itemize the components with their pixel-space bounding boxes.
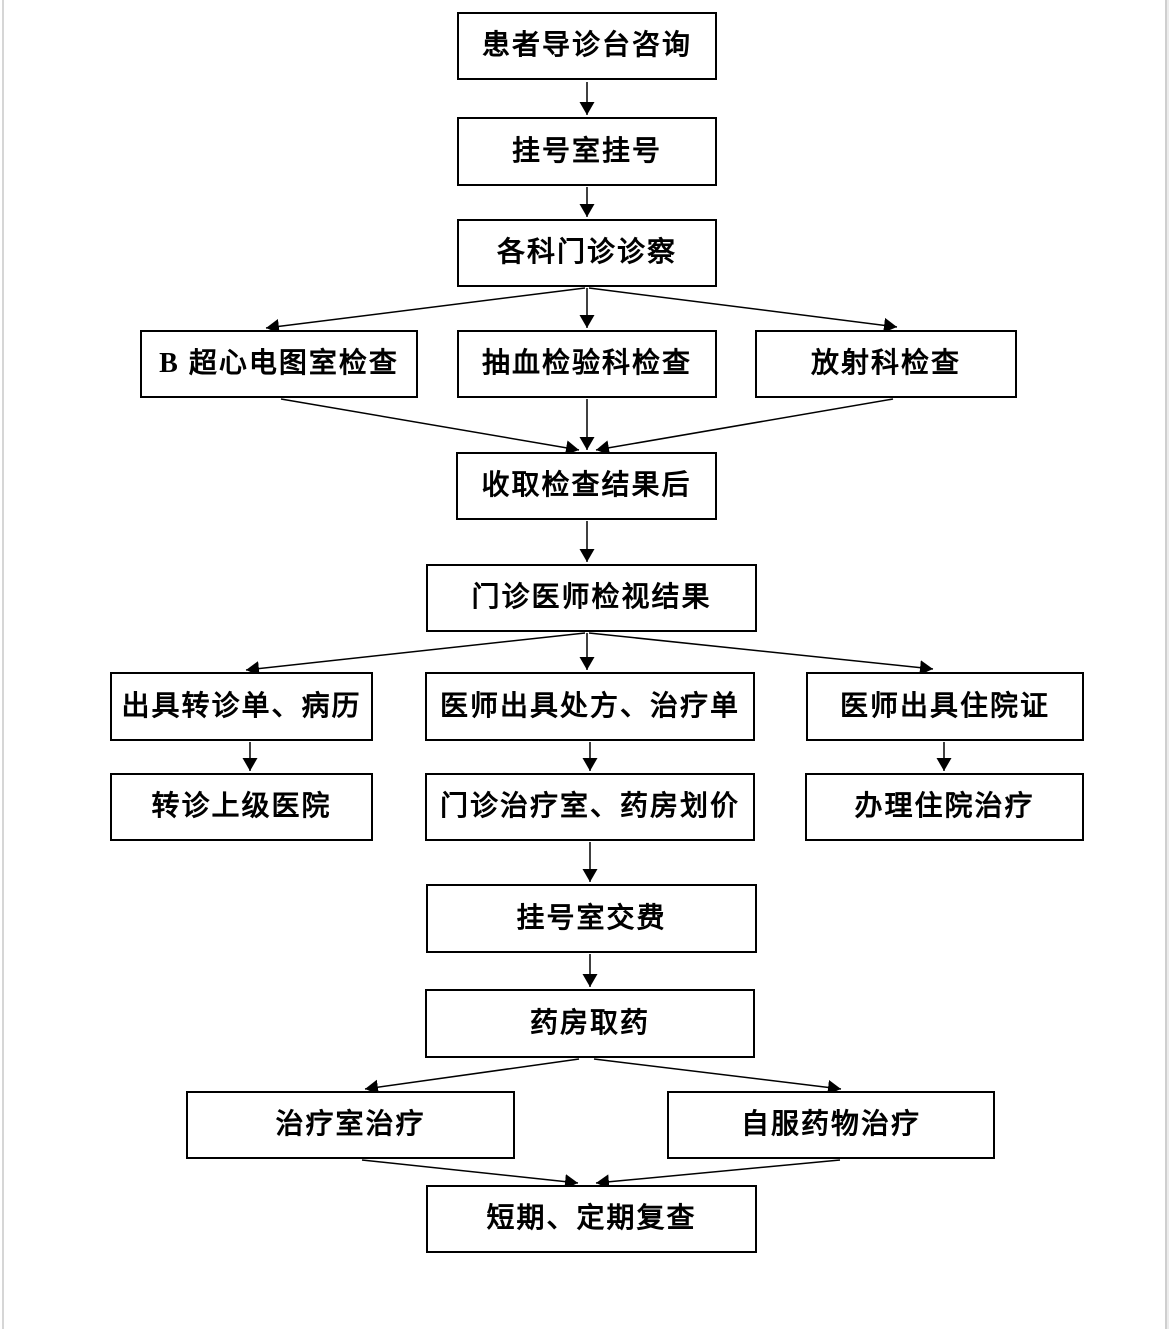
node-label: 患者导诊台咨询 [481,30,692,61]
node-pricing: 门诊治疗室、药房划价 [425,773,755,841]
node-label: 门诊治疗室、药房划价 [439,791,740,822]
node-label: 门诊医师检视结果 [471,582,712,613]
node-label: 医师出具住院证 [839,690,1050,722]
node-label: 医师出具处方、治疗单 [439,690,740,722]
node-blood-test-check: 抽血检验科检查 [457,330,717,398]
node-handle-admission: 办理住院治疗 [805,773,1084,841]
node-guide-desk-consult: 患者导诊台咨询 [457,12,717,80]
node-label: 自服药物治疗 [740,1109,921,1140]
node-outpatient-exam: 各科门诊诊察 [457,219,717,287]
node-issue-prescription: 医师出具处方、治疗单 [425,672,755,741]
node-label: 治疗室治疗 [275,1109,426,1140]
node-pay-fee: 挂号室交费 [426,884,757,953]
node-label: 药房取药 [529,1007,650,1039]
node-label: B 超心电图室检查 [159,348,399,379]
node-treatment-room: 治疗室治疗 [186,1091,515,1159]
node-ultrasound-ecg-check: B 超心电图室检查 [140,330,418,398]
node-label: 出具转诊单、病历 [121,690,362,722]
node-self-medication: 自服药物治疗 [667,1091,995,1159]
node-label: 转诊上级医院 [151,791,332,822]
node-radiology-check: 放射科检查 [755,330,1017,398]
page-edge-right [1165,0,1167,1329]
node-issue-admission-cert: 医师出具住院证 [806,672,1084,741]
node-collect-results: 收取检查结果后 [456,452,717,520]
node-label: 放射科检查 [810,348,961,379]
node-label: 各科门诊诊察 [496,237,677,268]
node-pharmacy-pickup: 药房取药 [425,989,755,1058]
node-label: 挂号室挂号 [511,135,662,167]
node-label: 收取检查结果后 [481,470,692,501]
node-issue-referral: 出具转诊单、病历 [110,672,373,741]
node-follow-up-review: 短期、定期复查 [426,1185,757,1253]
node-doctor-review-results: 门诊医师检视结果 [426,564,757,632]
page-edge-left [2,0,4,1329]
node-refer-upper-hospital: 转诊上级医院 [110,773,373,841]
node-registration: 挂号室挂号 [457,117,717,186]
node-label: 抽血检验科检查 [481,348,692,379]
node-label: 挂号室交费 [516,902,667,934]
node-label: 短期、定期复查 [486,1203,697,1234]
node-label: 办理住院治疗 [854,791,1035,822]
